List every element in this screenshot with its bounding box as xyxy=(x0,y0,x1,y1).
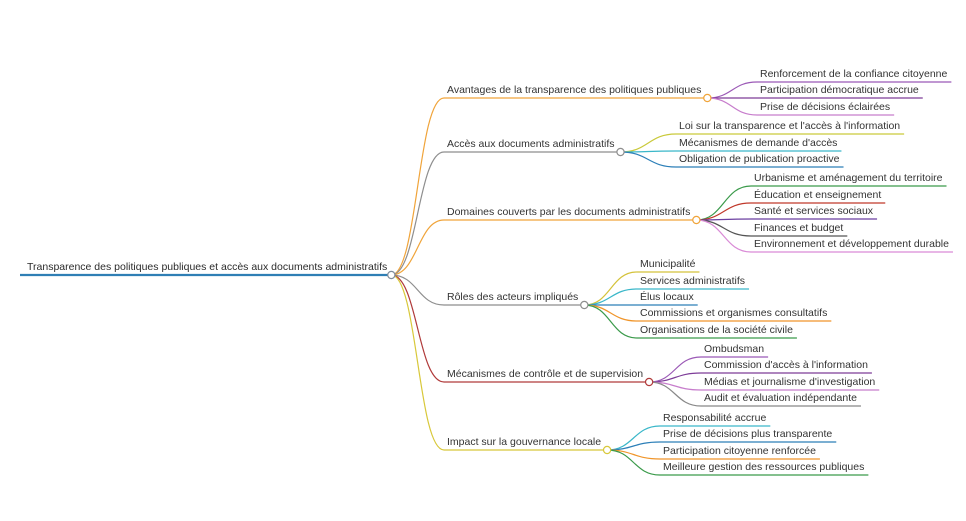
leaf-participation[interactable]: Participation démocratique accrue xyxy=(760,84,919,96)
connector-root-branch-1 xyxy=(391,151,445,276)
leaf-elus[interactable]: Élus locaux xyxy=(640,291,694,303)
connector-4-3 xyxy=(649,381,702,407)
leaf-finances[interactable]: Finances et budget xyxy=(754,222,844,234)
connector-3-3 xyxy=(584,304,638,322)
leaf-decisions[interactable]: Prise de décisions éclairées xyxy=(760,101,891,113)
leaf-participation-citoyenne[interactable]: Participation citoyenne renforcée xyxy=(663,445,816,457)
leaf-urbanisme[interactable]: Urbanisme et aménagement du territoire xyxy=(754,172,943,184)
collapse-toggle-2[interactable] xyxy=(692,215,701,225)
leaf-prise-decisions[interactable]: Prise de décisions plus transparente xyxy=(663,428,833,440)
leaf-commission-acces[interactable]: Commission d'accès à l'information xyxy=(704,359,868,371)
collapse-toggle-5[interactable] xyxy=(602,445,612,455)
branch-controle[interactable]: Mécanismes de contrôle et de supervision xyxy=(447,368,644,380)
leaf-demande[interactable]: Mécanismes de demande d'accès xyxy=(679,137,838,149)
leaf-organisations[interactable]: Organisations de la société civile xyxy=(640,324,793,336)
branch-impact[interactable]: Impact sur la gouvernance locale xyxy=(447,436,602,448)
connector-1-0 xyxy=(620,133,677,153)
connector-1-2 xyxy=(620,151,677,168)
collapse-toggle-3[interactable] xyxy=(580,300,589,310)
connector-root-branch-3 xyxy=(391,274,445,306)
connector-root-branch-0 xyxy=(391,97,445,276)
leaf-responsabilite[interactable]: Responsabilité accrue xyxy=(663,412,767,424)
leaf-gestion[interactable]: Meilleure gestion des ressources publiqu… xyxy=(663,461,865,473)
branch-roles[interactable]: Rôles des acteurs impliqués xyxy=(447,291,579,303)
branch-acces[interactable]: Accès aux documents administratifs xyxy=(447,138,615,150)
leaf-confiance[interactable]: Renforcement de la confiance citoyenne xyxy=(760,68,948,80)
connector-root-branch-5 xyxy=(391,274,445,451)
branch-avantages[interactable]: Avantages de la transparence des politiq… xyxy=(447,84,702,96)
collapse-toggle-4[interactable] xyxy=(644,377,654,387)
connector-3-1 xyxy=(584,288,638,306)
connector-5-3 xyxy=(607,449,661,476)
leaf-loi[interactable]: Loi sur la transparence et l'accès à l'i… xyxy=(679,120,901,132)
leaf-medias[interactable]: Médias et journalisme d'investigation xyxy=(704,376,876,388)
leaf-publication[interactable]: Obligation de publication proactive xyxy=(679,153,840,165)
collapse-toggle-1[interactable] xyxy=(616,147,625,157)
connector-4-0 xyxy=(649,356,702,383)
leaf-ombudsman[interactable]: Ombudsman xyxy=(704,343,765,355)
leaf-environnement[interactable]: Environnement et développement durable xyxy=(754,238,949,250)
leaf-commissions[interactable]: Commissions et organismes consultatifs xyxy=(640,307,828,319)
connector-2-4 xyxy=(696,219,752,253)
branch-domaines[interactable]: Domaines couverts par les documents admi… xyxy=(447,206,691,218)
leaf-education[interactable]: Éducation et enseignement xyxy=(754,189,882,201)
root-topic[interactable]: Transparence des politiques publiques et… xyxy=(27,261,388,273)
connector-0-0 xyxy=(707,81,758,99)
collapse-toggle-0[interactable] xyxy=(703,93,712,103)
connector-3-0 xyxy=(584,271,638,306)
connector-2-3 xyxy=(696,219,752,237)
connector-root-branch-4 xyxy=(391,274,445,383)
connector-2-1 xyxy=(696,202,752,221)
leaf-services[interactable]: Services administratifs xyxy=(640,275,746,287)
connector-root-branch-2 xyxy=(391,219,445,276)
leaf-sante[interactable]: Santé et services sociaux xyxy=(754,205,874,217)
connector-3-4 xyxy=(584,304,638,339)
connector-0-2 xyxy=(707,97,758,116)
root-collapse-toggle[interactable] xyxy=(387,270,396,280)
leaf-audit[interactable]: Audit et évaluation indépendante xyxy=(704,392,857,404)
leaf-municipalite[interactable]: Municipalité xyxy=(640,258,696,270)
